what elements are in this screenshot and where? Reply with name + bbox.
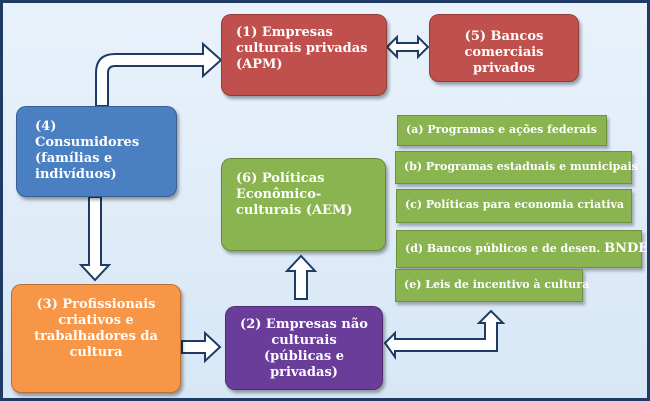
policy-item-a-label: (a) Programas e ações federais: [406, 123, 597, 136]
box-politicas-label: (6) Políticas Econômico-culturais (AEM): [236, 171, 353, 218]
policy-item-b-label: (b) Programas estaduais e municipais: [404, 160, 638, 173]
policy-item-c-label: (c) Políticas para economia criativa: [405, 198, 625, 211]
policy-item-c: (c) Políticas para economia criativa: [396, 189, 632, 223]
policy-item-b: (b) Programas estaduais e municipais: [395, 151, 638, 184]
box-consumidores: (4) Consumidores (famílias e indivíduos): [16, 106, 177, 197]
box-consumidores-label: (4) Consumidores (famílias e indivíduos): [35, 119, 140, 182]
box-empresas-culturais: (1) Empresas culturais privadas (APM): [221, 14, 387, 96]
arrow-noncultural-policyitems: [383, 309, 506, 361]
policy-item-d-label: (d) Bancos públicos e de desen.: [405, 242, 601, 255]
box-empresas-nao-culturais-label: (2) Empresas não culturais (públicas e p…: [240, 317, 368, 380]
box-bancos-comerciais: (5) Bancos comerciais privados: [429, 14, 579, 82]
policy-item-a: (a) Programas e ações federais: [397, 115, 607, 146]
arrow-consumers-to-professionals: [78, 196, 112, 282]
policy-item-d: (d) Bancos públicos e de desen. BNDES: [396, 230, 647, 268]
arrow-professionals-to-noncultural: [181, 330, 222, 364]
arrow-noncultural-to-policies: [284, 254, 318, 300]
arrow-apm-banks: [385, 34, 430, 60]
box-bancos-comerciais-label: (5) Bancos comerciais privados: [464, 29, 544, 76]
policy-item-e-label: (e) Leis de incentivo à cultura: [404, 278, 590, 291]
box-profissionais-label: (3) Profissionais criativos e trabalhado…: [34, 297, 158, 360]
box-profissionais: (3) Profissionais criativos e trabalhado…: [11, 284, 181, 393]
policy-item-d-bndes: BNDES: [604, 241, 649, 256]
policy-item-e: (e) Leis de incentivo à cultura: [395, 269, 589, 302]
arrows-layer: [78, 34, 506, 364]
box-empresas-nao-culturais: (2) Empresas não culturais (públicas e p…: [225, 306, 383, 390]
box-politicas: (6) Políticas Econômico-culturais (AEM): [221, 158, 386, 251]
arrow-consumers-to-apm: [95, 41, 223, 107]
box-empresas-culturais-label: (1) Empresas culturais privadas (APM): [236, 25, 368, 72]
